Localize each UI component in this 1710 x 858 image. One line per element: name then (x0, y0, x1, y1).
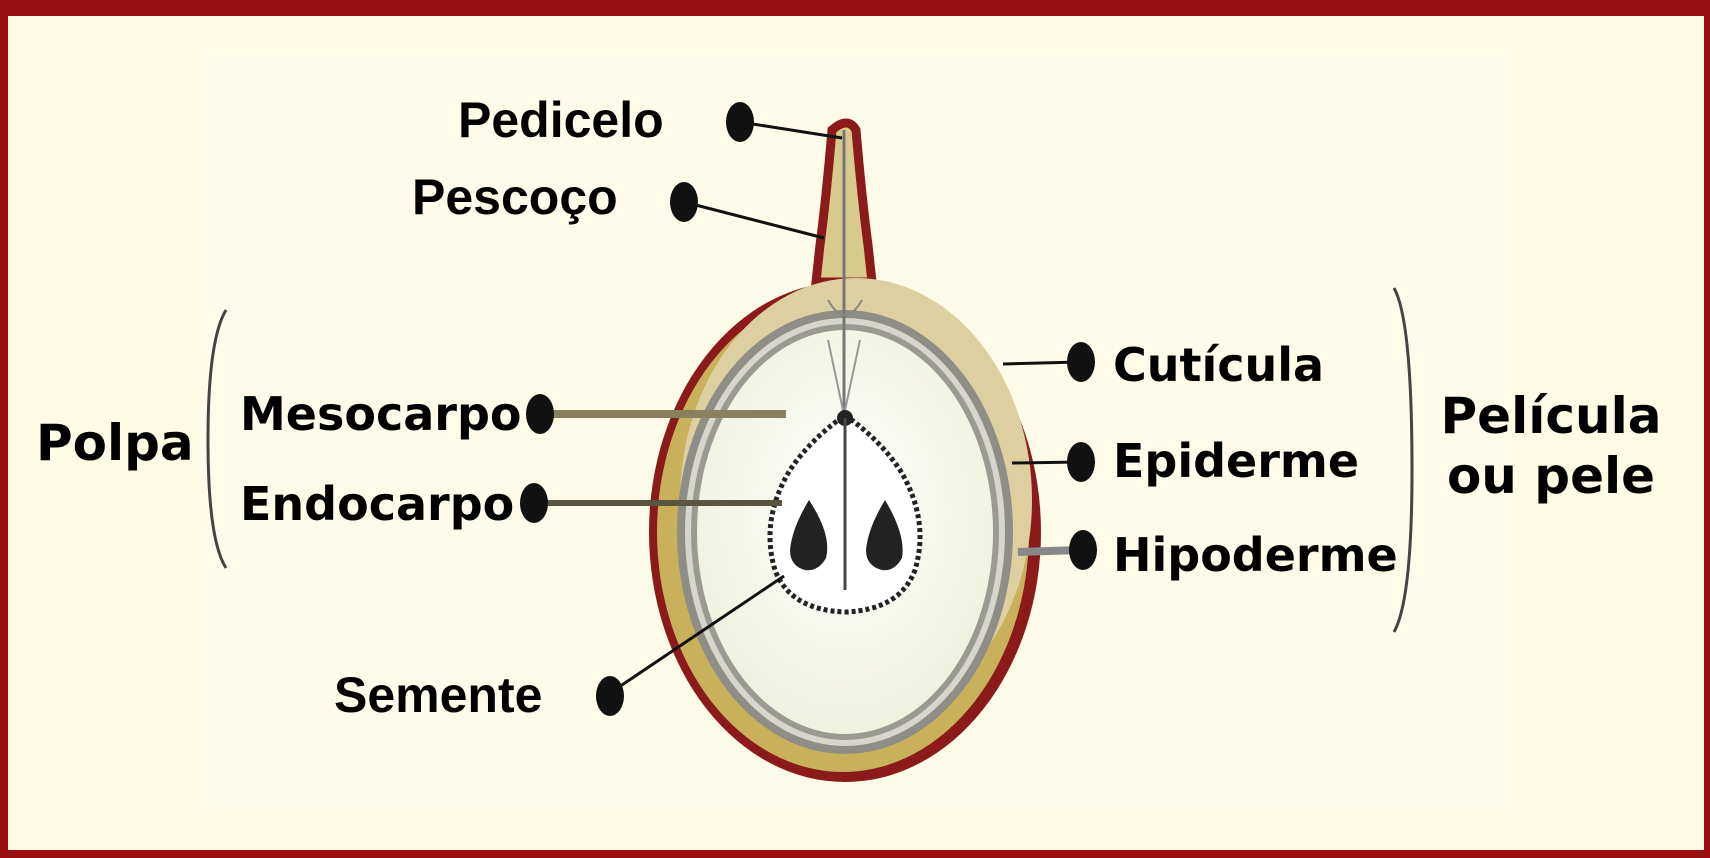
group-label-polpa: Polpa (36, 418, 194, 468)
label-pescoco: Pescoço (412, 172, 618, 222)
label-mesocarpo: Mesocarpo (240, 391, 521, 437)
bullet-epiderme (1067, 442, 1095, 482)
label-semente: Semente (334, 670, 542, 720)
label-epiderme: Epiderme (1113, 438, 1359, 484)
group-label-pelicula-line1: Película (1436, 386, 1666, 446)
bullet-semente (596, 676, 624, 716)
label-endocarpo: Endocarpo (240, 481, 514, 527)
bullet-pedicelo (726, 102, 754, 142)
bullet-cuticula (1067, 342, 1095, 382)
label-pedicelo: Pedicelo (458, 95, 664, 145)
bullet-pescoco (670, 182, 698, 222)
bullet-mesocarpo (526, 394, 554, 434)
group-label-pelicula-line2: ou pele (1436, 446, 1666, 506)
bullet-hipoderme (1069, 530, 1097, 570)
bullet-endocarpo (520, 483, 548, 523)
group-label-pelicula: Película ou pele (1436, 386, 1666, 506)
label-hipoderme: Hipoderme (1113, 532, 1398, 578)
label-cuticula: Cutícula (1113, 342, 1324, 388)
